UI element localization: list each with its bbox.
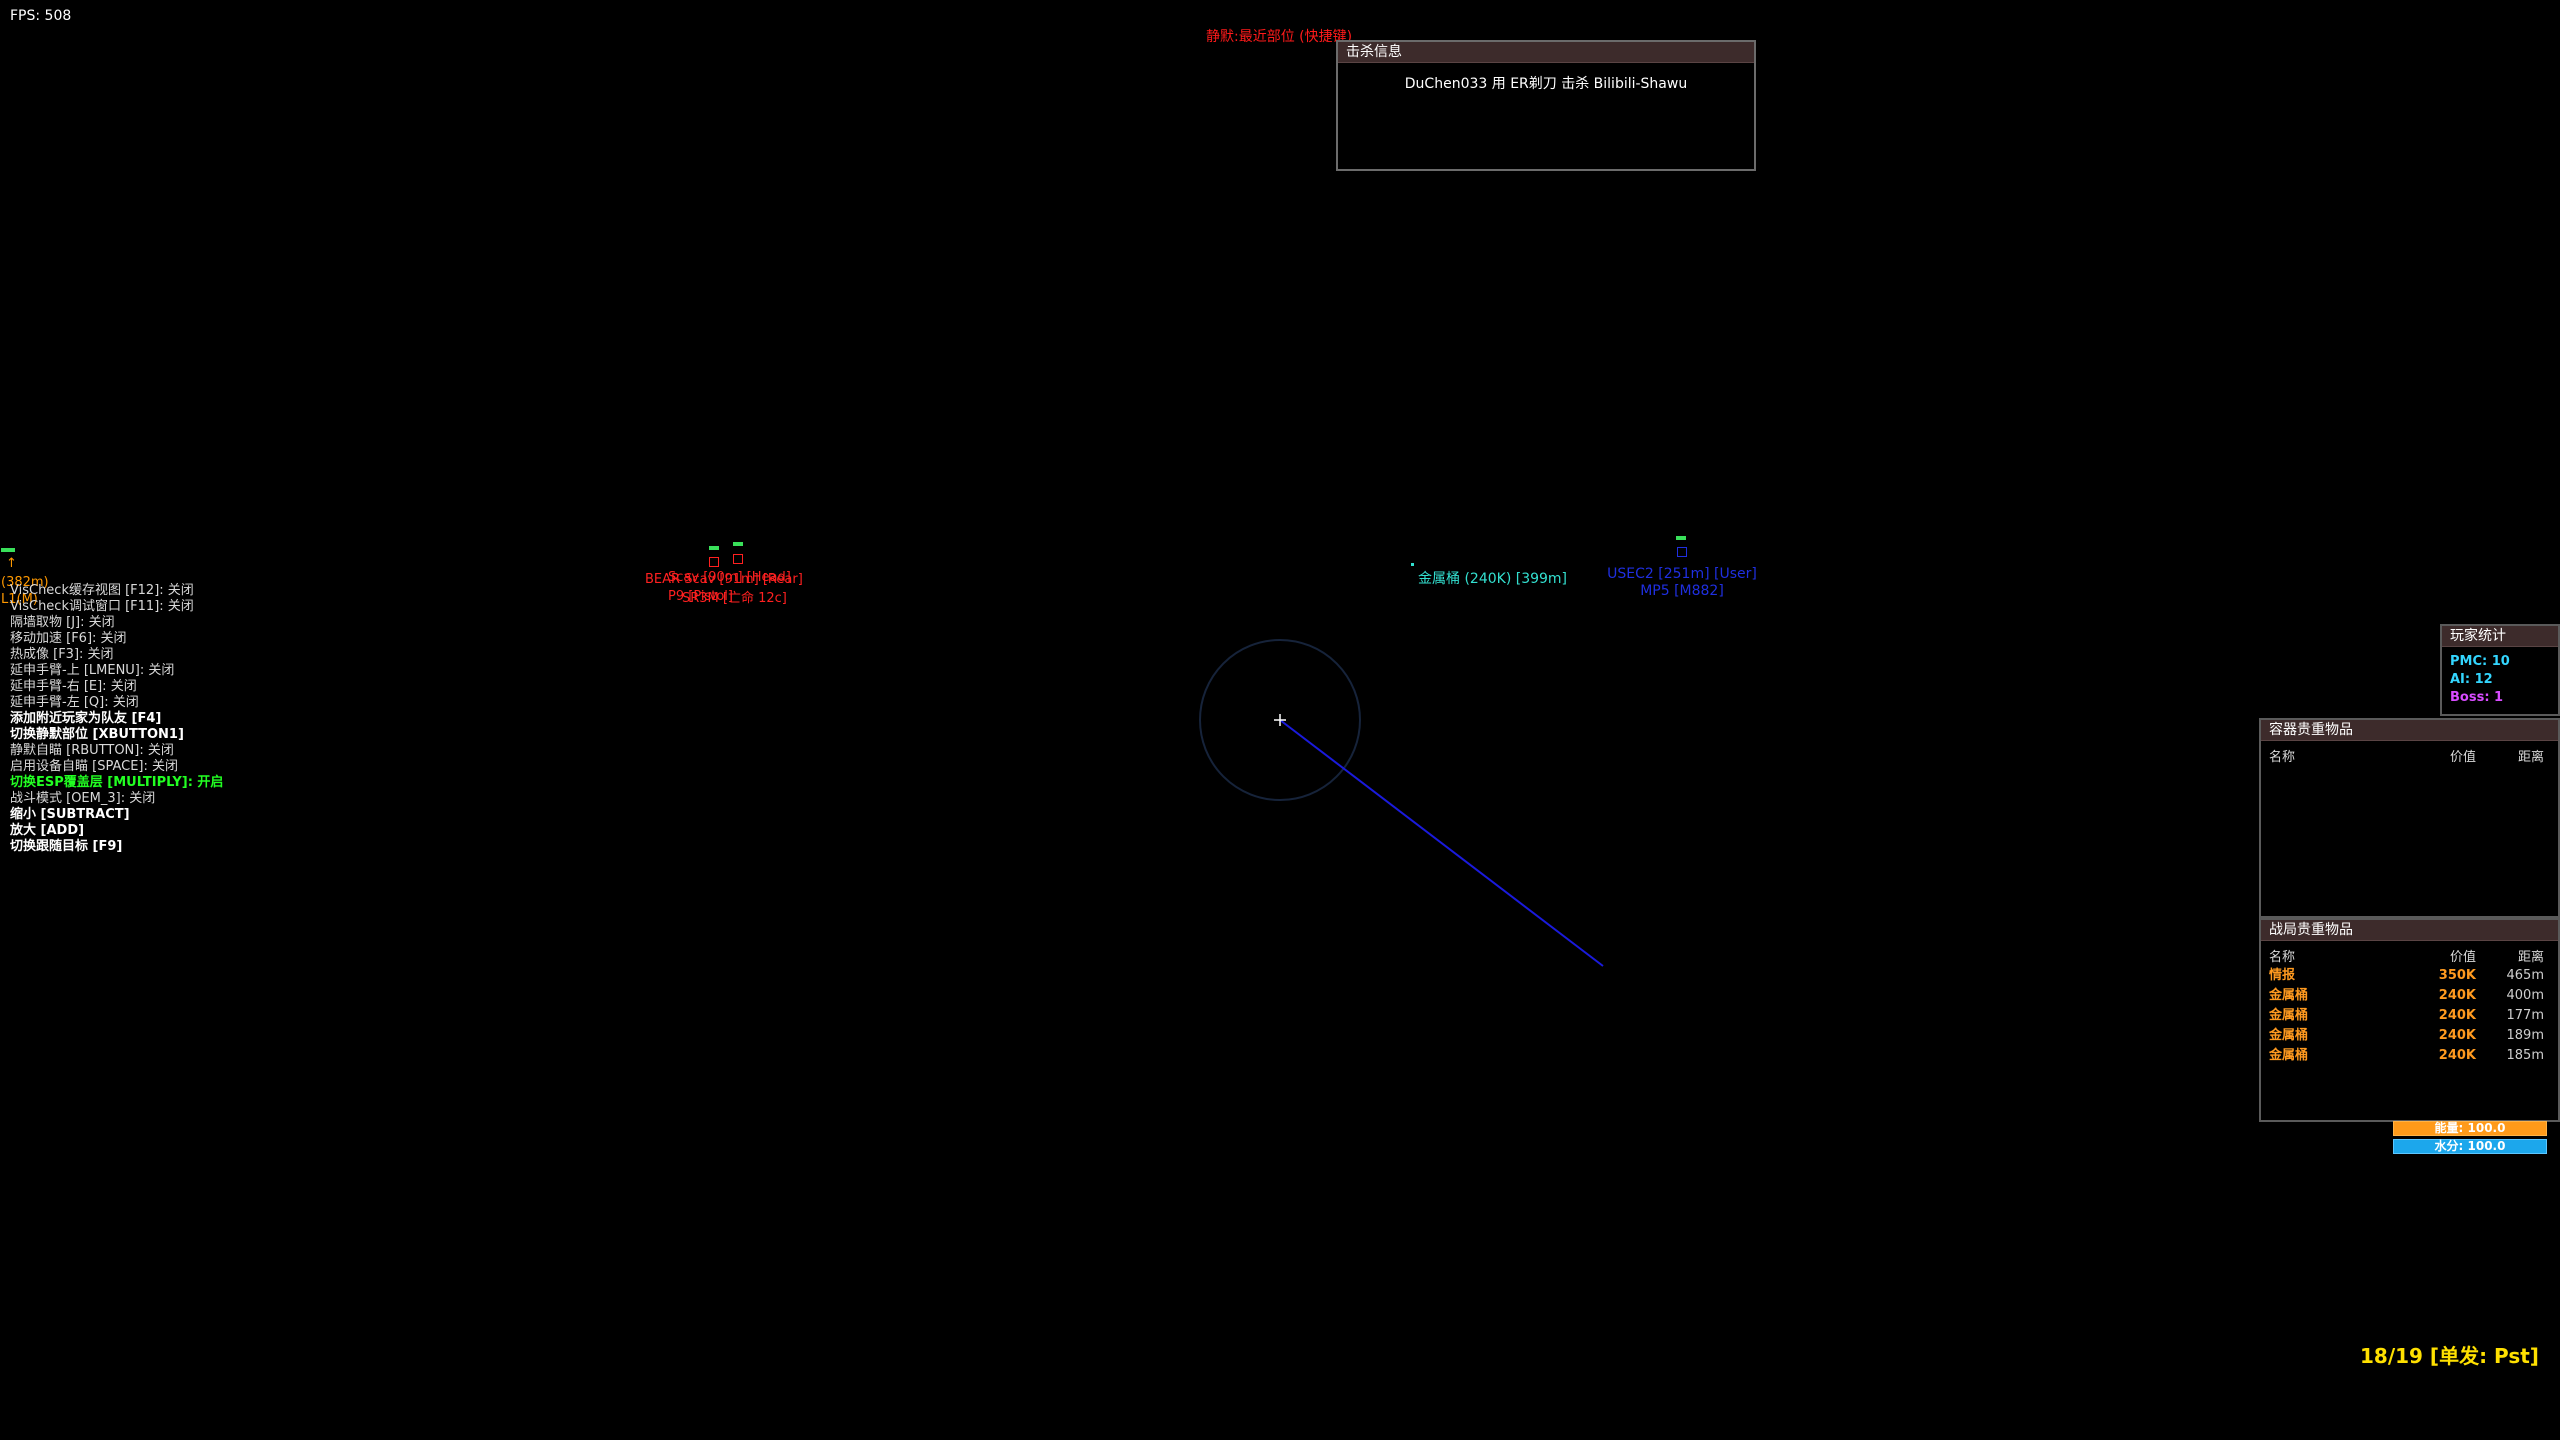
menu-item: VisCheck调试窗口 [F11]: 关闭 [10,599,194,614]
column-header-name: 名称 [2269,750,2296,765]
container-items-table: 名称 价值 距离 [2261,745,2558,766]
fov-circle [1199,639,1361,801]
menu-item: 延申手臂-右 [E]: 关闭 [10,679,137,694]
item-distance: 185m [2506,1048,2544,1063]
menu-item: 添加附近玩家为队友 [F4] [10,711,162,726]
column-header-distance: 距离 [2517,750,2544,765]
aim-line [1279,719,1604,967]
friendly-name: USEC2 [251m] [User] [1607,566,1757,582]
enemy-a-weapon: P9 [Pistol] [668,589,733,604]
container-items-title: 容器贵重物品 [2261,720,2558,741]
stat-ai: AI: 12 [2450,672,2493,687]
enemy-a-health-bar [709,546,719,550]
enemy-b-marker-icon [733,554,743,564]
kill-feed-title: 击杀信息 [1338,42,1754,63]
column-header-value: 价值 [2449,950,2476,965]
menu-item: 战斗模式 [OEM_3]: 关闭 [10,791,156,806]
item-name: 金属桶 [2269,988,2309,1003]
item-value: 240K [2438,1008,2476,1023]
stat-pmc: PMC: 10 [2450,654,2510,669]
menu-item: VisCheck缓存视图 [F12]: 关闭 [10,583,194,598]
loot-label: 金属桶 (240K) [399m] [1418,571,1568,587]
table-row: 情报 350K 465m [2261,966,2558,986]
item-value: 240K [2438,988,2476,1003]
item-value: 240K [2438,1028,2476,1043]
friendly-health-bar [1676,536,1686,540]
kill-feed-panel: 击杀信息 DuChen033 用 ER剃刀 击杀 Bilibili-Shawu [1336,40,1756,171]
edge-distance: (382m) [1,575,49,590]
enemy-b-weapon: SR3M [亡命 12c] [682,591,787,606]
item-name: 情报 [2269,968,2296,983]
player-stats-panel: 玩家统计 PMC: 10 AI: 12 Boss: 1 [2440,624,2560,716]
enemy-b-health-bar [733,542,743,546]
friendly-marker-icon [1677,547,1687,557]
menu-item: 放大 [ADD] [10,823,85,838]
enemy-a-marker-icon [709,557,719,567]
edge-fragment: L1(M) [1,592,38,607]
loot-dot-icon [1411,563,1414,566]
kill-feed-entry: DuChen033 用 ER剃刀 击杀 Bilibili-Shawu [1404,76,1688,92]
menu-item: 启用设备自瞄 [SPACE]: 关闭 [10,759,179,774]
raid-items-panel: 战局贵重物品 名称 价值 距离 情报 350K 465m 金属桶 240K 40… [2259,918,2560,1122]
menu-item: 移动加速 [F6]: 关闭 [10,631,127,646]
table-row: 金属桶 240K 177m [2261,1006,2558,1026]
item-value: 350K [2438,968,2476,983]
hotkey-menu: VisCheck缓存视图 [F12]: 关闭 VisCheck调试窗口 [F11… [10,583,223,855]
energy-bar: 能量: 100.0 [2393,1121,2547,1136]
item-name: 金属桶 [2269,1048,2309,1063]
menu-item: 切换静默部位 [XBUTTON1] [10,727,184,742]
edge-arrow-icon: ↑ [6,556,17,571]
friendly-weapon: MP5 [M882] [1640,583,1724,599]
ammo-counter: 18/19 [单发: Pst] [2360,1344,2539,1368]
menu-item: 延申手臂-左 [Q]: 关闭 [10,695,139,710]
water-bar: 水分: 100.0 [2393,1139,2547,1154]
edge-health-bar [1,548,15,552]
table-row: 金属桶 240K 400m [2261,986,2558,1006]
menu-item: 延申手臂-上 [LMENU]: 关闭 [10,663,175,678]
raid-items-table: 名称 价值 距离 情报 350K 465m 金属桶 240K 400m 金属桶 … [2261,945,2558,1066]
stat-boss: Boss: 1 [2450,690,2504,705]
container-items-panel: 容器贵重物品 名称 价值 距离 [2259,718,2560,918]
silent-target-indicator: 静默:最近部位 (快捷键) [1206,29,1353,45]
item-distance: 189m [2506,1028,2544,1043]
enemy-b-name: Scav [90m] [Head] [668,570,791,585]
menu-item: 静默自瞄 [RBUTTON]: 关闭 [10,743,174,758]
item-distance: 465m [2506,968,2544,983]
column-header-distance: 距离 [2517,950,2544,965]
menu-item: 切换跟随目标 [F9] [10,839,123,854]
raid-items-title: 战局贵重物品 [2261,920,2558,941]
menu-item: 热成像 [F3]: 关闭 [10,647,114,662]
menu-item: 隔墙取物 [J]: 关闭 [10,615,115,630]
enemy-a-name: BEAR Scav [91m] [Rear] [645,572,803,587]
item-name: 金属桶 [2269,1008,2309,1023]
table-row: 金属桶 240K 189m [2261,1026,2558,1046]
item-distance: 177m [2506,1008,2544,1023]
item-value: 240K [2438,1048,2476,1063]
fps-counter: FPS: 508 [10,8,72,24]
column-header-name: 名称 [2269,950,2296,965]
item-distance: 400m [2506,988,2544,1003]
player-stats-title: 玩家统计 [2442,626,2558,647]
column-header-value: 价值 [2449,750,2476,765]
item-name: 金属桶 [2269,1028,2309,1043]
menu-item: 缩小 [SUBTRACT] [10,807,130,822]
menu-item-esp-toggle: 切换ESP覆盖层 [MULTIPLY]: 开启 [10,775,224,790]
table-row: 金属桶 240K 185m [2261,1046,2558,1066]
